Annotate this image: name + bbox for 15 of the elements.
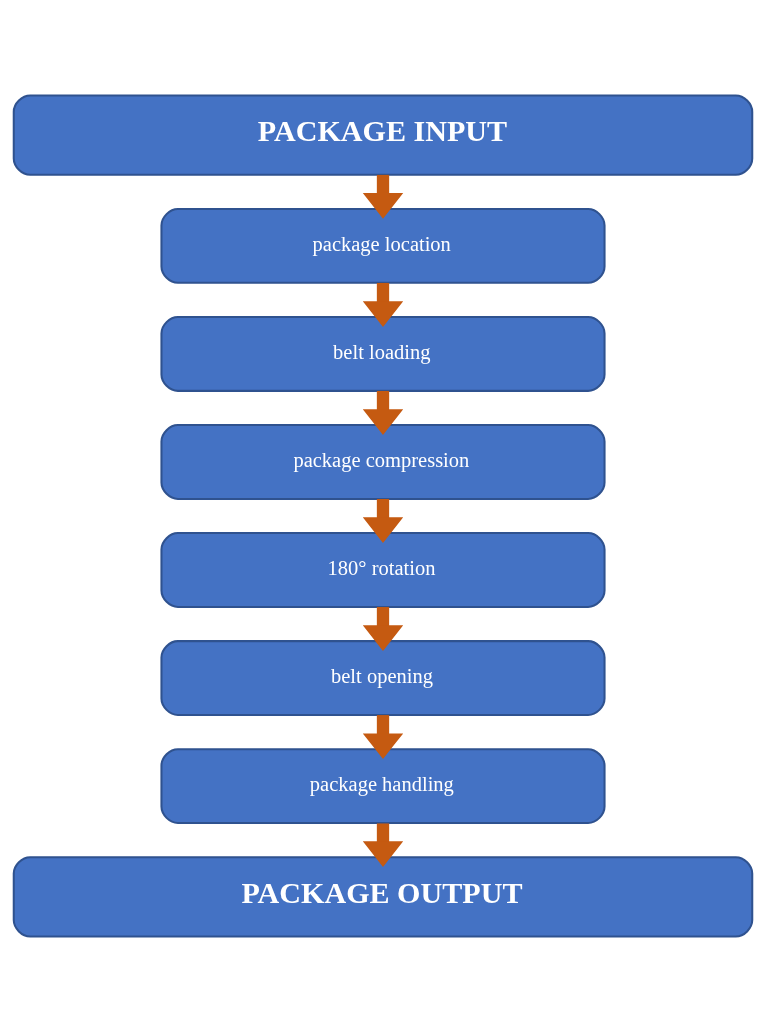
arrow [362, 174, 404, 219]
arrow [362, 823, 404, 868]
node-box: package handling [160, 748, 606, 825]
node-box: belt loading [160, 316, 606, 392]
node-box: package location [160, 207, 606, 284]
arrow [362, 607, 404, 652]
arrow [362, 390, 404, 435]
node-box: belt opening [160, 640, 606, 716]
node-box: 180° rotation [160, 532, 606, 608]
node-box: PACKAGE OUTPUT [12, 856, 754, 938]
arrow [362, 715, 404, 760]
arrow [362, 282, 404, 327]
arrow [362, 499, 404, 543]
node-box: package compression [160, 424, 606, 500]
node-box: PACKAGE INPUT [12, 94, 754, 176]
